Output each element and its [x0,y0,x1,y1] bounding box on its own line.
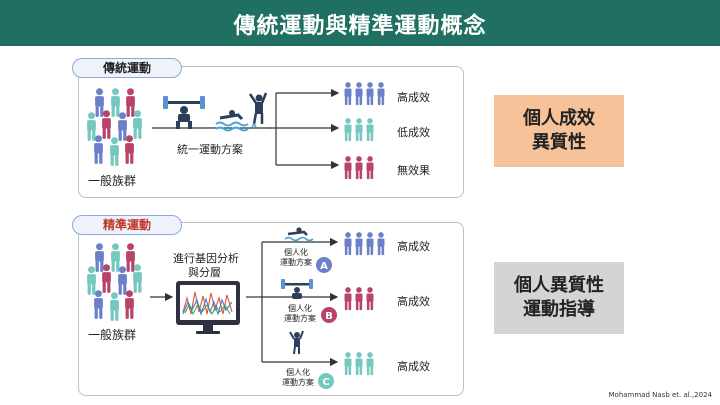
box1-line2: 異質性 [532,132,586,153]
precision-panel [78,222,464,396]
traditional-panel [78,66,464,198]
citation: Mohammad Nasb et. al.,2024 [608,391,713,399]
precision-outcome-c-group [344,352,374,376]
box1-line1: 個人成效 [523,108,595,129]
precision-outcome-b-group [344,287,374,311]
precision-outcome-b-label: 高成效 [397,295,430,308]
badge-a: A [316,257,332,273]
weightlifting-icon [163,96,205,129]
traditional-population-label: 一般族群 [88,174,137,188]
precision-outcome-a-group [344,232,385,256]
plan-c-line1: 個人化 [286,368,310,377]
plan-a-line1: 個人化 [284,248,308,257]
precision-population-label: 一般族群 [88,328,137,342]
outcome-low-label: 低成效 [397,126,430,139]
page-title: 傳統運動與精準運動概念 [233,14,487,39]
outcome-none-group [344,156,374,180]
badge-b: B [321,307,337,323]
outcome-heterogeneity-box: 個人成效 異質性 [494,95,624,167]
svg-text:C: C [322,377,329,388]
process-label-2: 與分層 [188,266,221,279]
weightlifting-icon [281,279,313,299]
svg-text:A: A [320,261,328,272]
jumping-icon [248,92,268,128]
outcome-high-label: 高成效 [397,91,430,104]
outcome-none-label: 無效果 [397,164,430,177]
plan-b-line2: 運動方案 [284,314,316,323]
jumping-icon [289,330,304,355]
plan-a-label: 個人化 運動方案 [276,248,316,268]
precision-outcome-c-label: 高成效 [397,360,430,373]
header-bar: 傳統運動與精準運動概念 [0,0,720,46]
precision-crowd [87,243,142,321]
individual-guidance-box: 個人異質性 運動指導 [494,262,624,334]
badge-c: C [318,373,334,389]
traditional-crowd [87,88,142,166]
precision-tag: 精準運動 [72,215,182,235]
plan-c-line2: 運動方案 [282,378,314,387]
computer-monitor-icon [176,281,240,334]
process-label-1: 進行基因分析 [173,252,239,265]
outcome-high-group [344,82,385,106]
plan-b-line1: 個人化 [288,304,312,313]
svg-text:B: B [325,311,333,322]
plan-b-label: 個人化 運動方案 [280,304,320,324]
traditional-tag: 傳統運動 [72,58,182,78]
plan-a-line2: 運動方案 [280,258,312,267]
swimming-icon [215,110,249,132]
precision-outcome-a-label: 高成效 [397,240,430,253]
traditional-plan-label: 統一運動方案 [177,143,243,156]
plan-c-label: 個人化 運動方案 [278,368,318,388]
swimming-icon [284,227,314,242]
box2-line1: 個人異質性 [514,275,604,296]
outcome-low-group [344,118,374,142]
box2-line2: 運動指導 [523,299,595,320]
